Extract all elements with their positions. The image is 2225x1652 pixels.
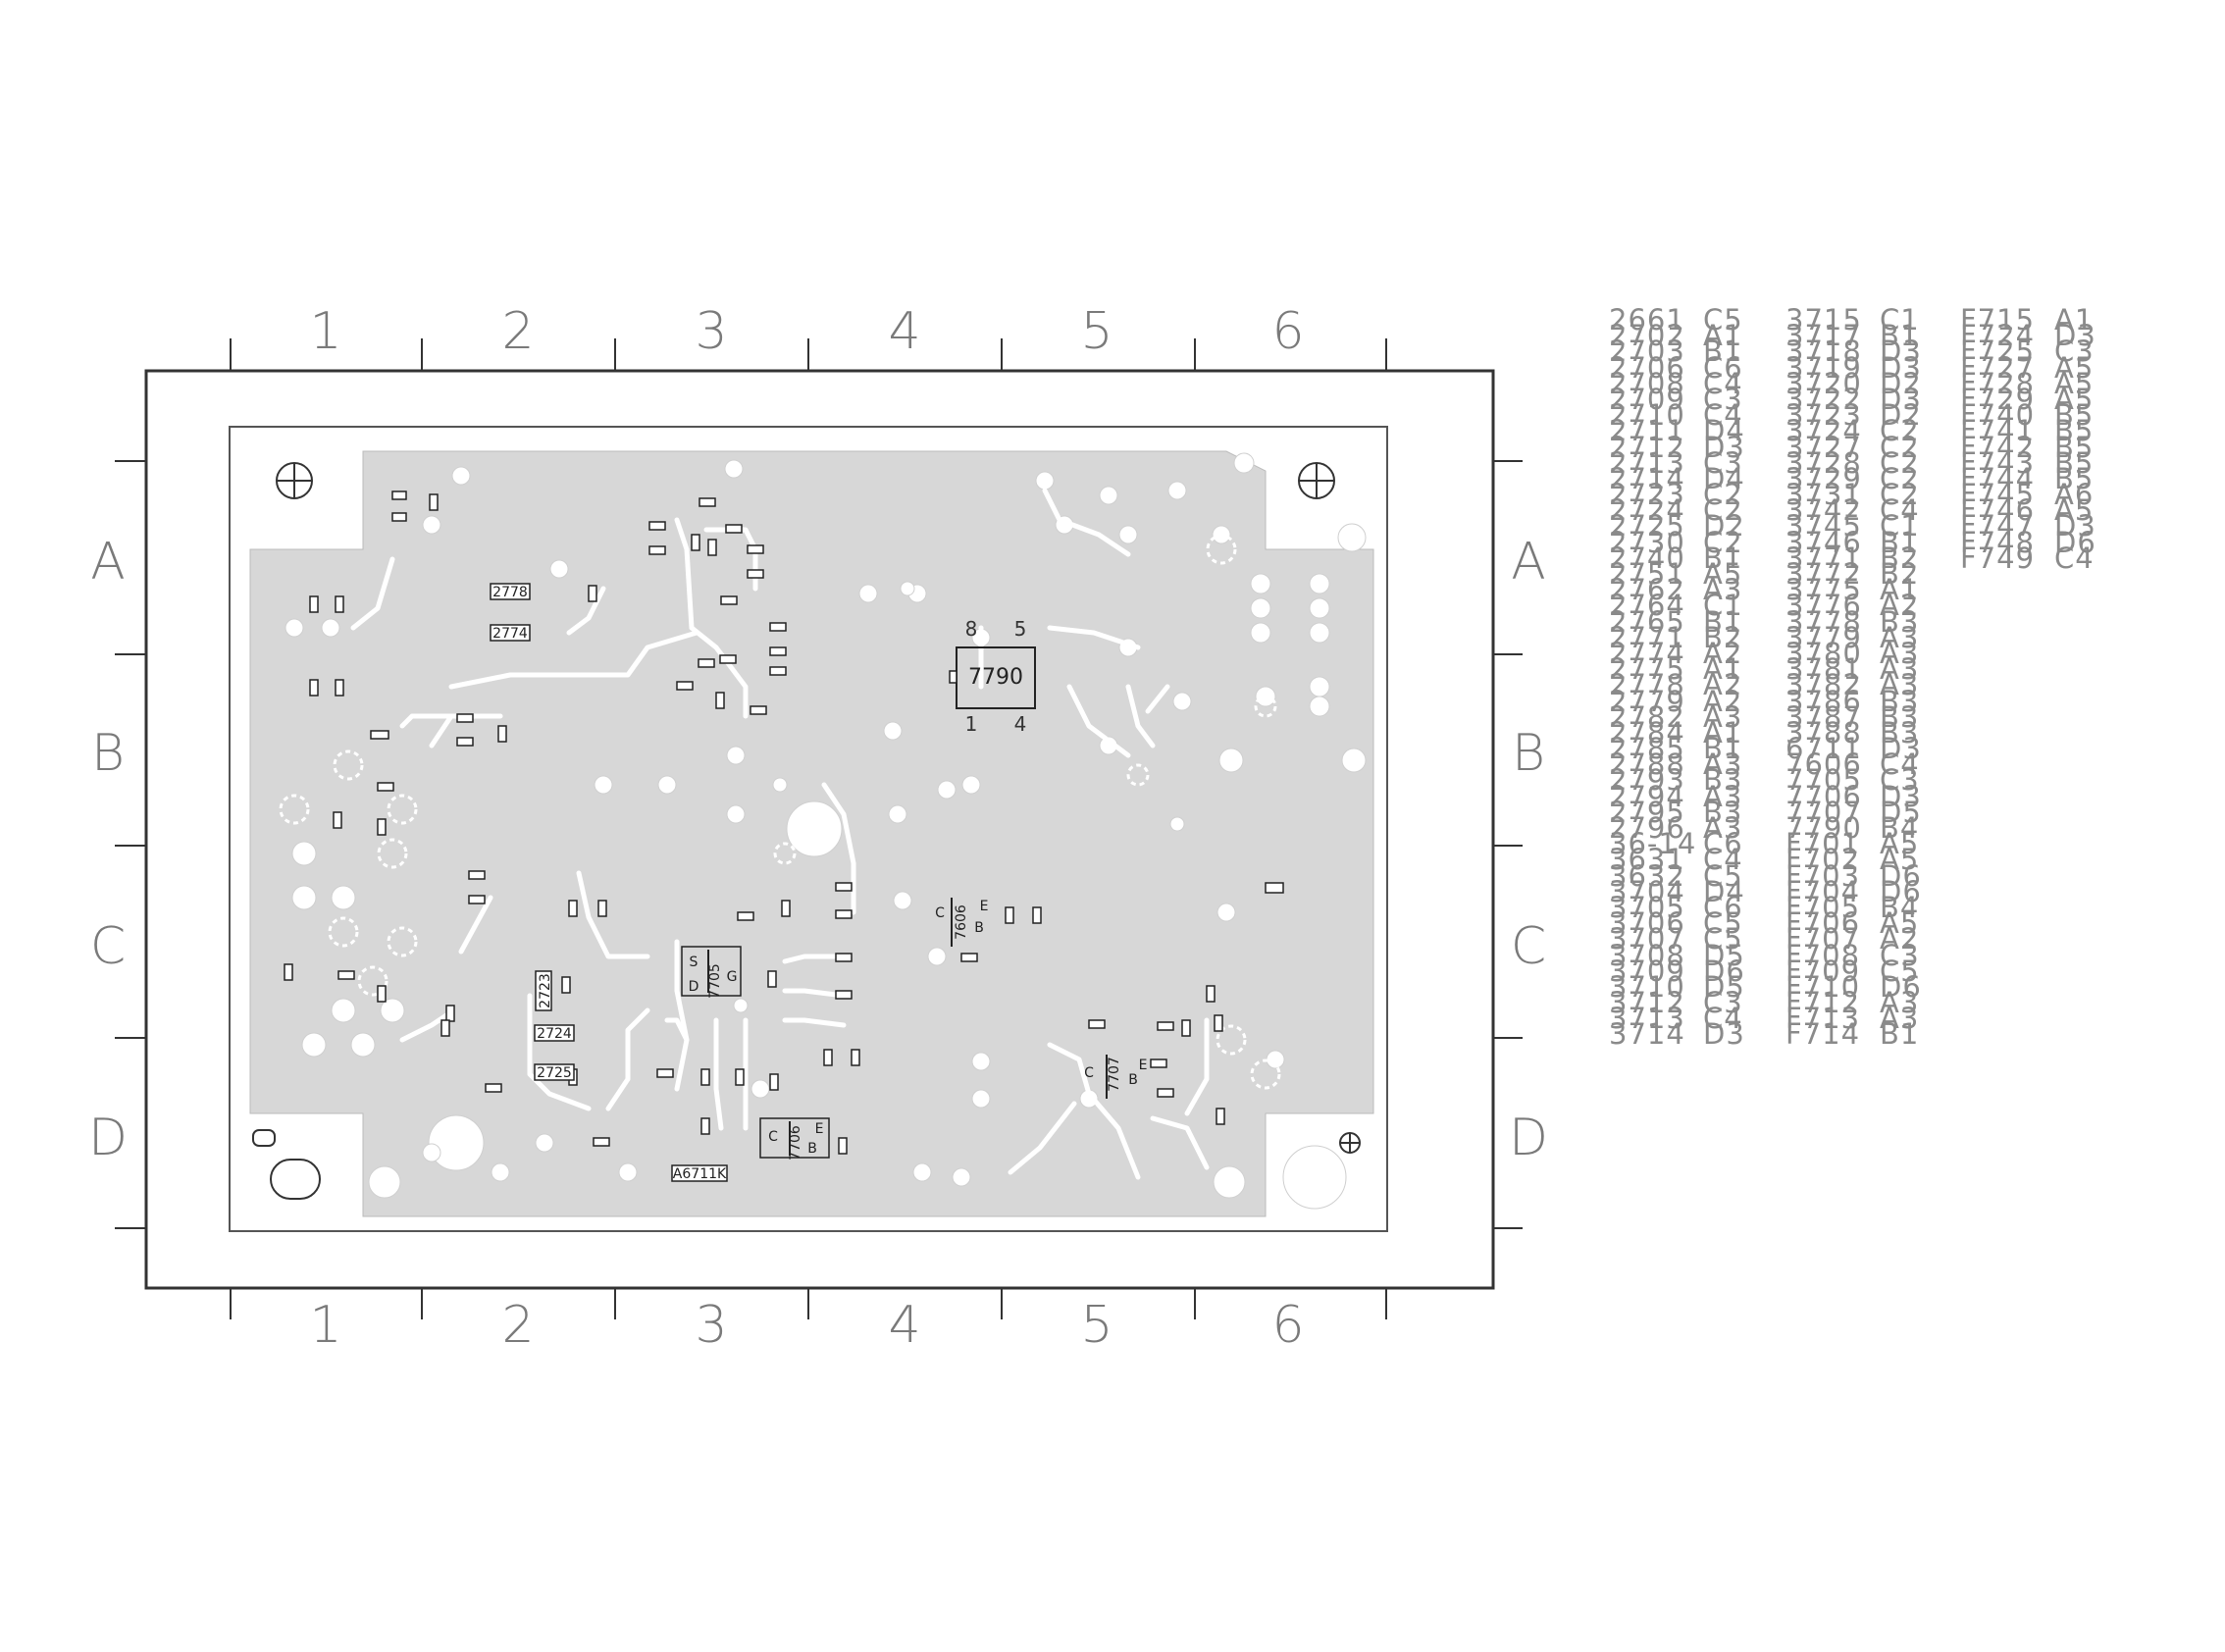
ic-pin-8: 8 [965,617,978,641]
transistor-7606-ref: 7606 [954,904,969,940]
board-id-label: A6711K [673,1166,727,1182]
comp-2723: 2723 [538,973,553,1008]
comp-2725: 2725 [537,1065,572,1081]
transistor-7705-ref: 7705 [707,963,723,999]
ic-pin-5: 5 [1014,617,1027,641]
col-label-bottom-2: 2 [501,1296,534,1355]
pads [285,452,1367,1210]
part-location: D3 [1703,1017,1745,1052]
ic-ref-label: 7790 [968,665,1023,690]
row-label-left-A: A [90,533,126,592]
col-label-bottom-3: 3 [695,1296,727,1355]
transistor-7705-pin-d: D [689,979,699,995]
row-label-right-A: A [1511,533,1546,592]
parts-index-row: 3714 D3 [1609,1017,1785,1052]
transistor-7705: 7705 D S G [681,946,742,999]
inner-frame [229,426,1388,1232]
parts-index-row: F749 C4 [1960,541,2137,575]
row-label-left-D: D [88,1109,128,1167]
transistor-7707-pin-b: B [1128,1072,1138,1088]
transistor-7707-pin-c: C [1084,1065,1094,1081]
col-label-top-2: 2 [501,302,534,361]
ic-7790: 7790 8 5 1 4 [949,617,1036,736]
col-label-bottom-5: 5 [1080,1296,1112,1355]
part-ref: F749 [1960,541,2036,575]
left-ticks [115,460,146,1229]
transistor-7707-ref: 7707 [1107,1057,1122,1092]
part-ref: F714 [1785,1017,1861,1052]
transistor-7707: 7707 C B E [1084,1055,1147,1099]
right-ticks [1493,460,1523,1229]
transistor-7606-pin-e: E [980,899,989,914]
transistor-7705-pin-g: G [727,969,738,985]
row-label-left-C: C [90,917,126,976]
parts-index-row: F714 B1 [1785,1017,1960,1052]
transistor-7706: 7706 C B E [759,1117,830,1161]
row-label-right-B: B [1512,724,1545,783]
row-label-right-D: D [1509,1109,1548,1167]
transistor-7606-pin-b: B [974,920,984,936]
transistor-7706-pin-b: B [807,1141,817,1157]
transistor-7606: 7606 C B E [935,898,988,947]
transistor-7706-ref: 7706 [788,1125,803,1161]
col-label-top-6: 6 [1271,302,1304,361]
part-location: B1 [1880,1017,1920,1052]
ic-pin-1: 1 [965,712,978,736]
dashed-pads [279,534,1281,1090]
col-label-bottom-6: 6 [1271,1296,1304,1355]
board-id-box [671,1164,728,1182]
outer-frame [144,369,1495,1290]
col-label-bottom-4: 4 [888,1296,920,1355]
comp-2774: 2774 [492,626,528,642]
col-label-top-5: 5 [1080,302,1112,361]
traces [350,488,1210,1180]
part-ref: 3714 [1609,1017,1685,1052]
col-label-top-1: 1 [309,302,341,361]
bottom-ticks [230,1288,1387,1319]
col-label-top-4: 4 [888,302,920,361]
comp-2778: 2778 [492,585,528,600]
mounting-holes [252,462,1361,1200]
part-location: C4 [2054,541,2095,575]
row-label-right-C: C [1511,917,1546,976]
transistor-7707-pin-e: E [1139,1058,1148,1073]
comp-2724: 2724 [537,1026,572,1042]
smd-components [284,490,1284,1155]
col-label-bottom-1: 1 [309,1296,341,1355]
ic-pin-4: 4 [1014,712,1027,736]
col-label-top-3: 3 [695,302,727,361]
transistor-7706-pin-e: E [815,1121,824,1137]
transistor-7705-pin-s: S [690,955,699,970]
labeled-components: 2778 2774 2723 2724 2725 [490,583,575,1081]
transistor-7606-pin-c: C [935,905,945,921]
row-label-left-B: B [91,724,125,783]
top-ticks [230,338,1387,371]
transistor-7706-pin-c: C [768,1129,778,1145]
